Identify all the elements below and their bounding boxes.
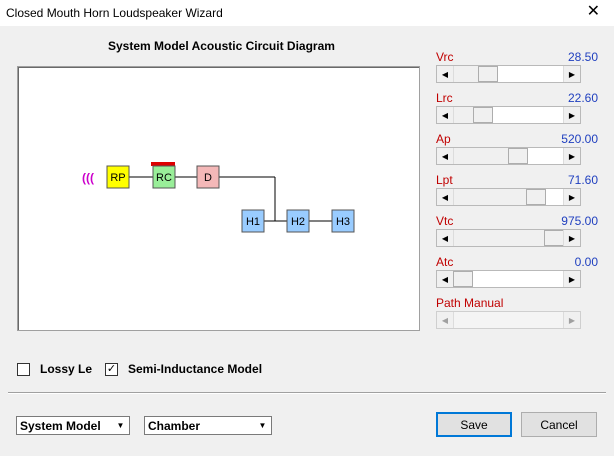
circuit-box-rp-rect xyxy=(106,165,130,189)
circuit-box-h2-label: H2 xyxy=(291,216,305,228)
scroll-track-white xyxy=(498,66,564,82)
circuit-box-rp[interactable]: RP xyxy=(106,165,130,189)
lossy-le-label: Lossy Le xyxy=(40,362,93,376)
mode-select-value: Chamber xyxy=(148,419,201,433)
param-vtc-scrollbar[interactable]: ◀ ▶ xyxy=(436,229,581,247)
circuit-box-h3[interactable]: H3 xyxy=(331,209,355,233)
scroll-track-white xyxy=(493,107,564,123)
scroll-left-icon[interactable]: ◀ xyxy=(437,107,454,123)
separator xyxy=(8,392,606,394)
title-bar: Closed Mouth Horn Loudspeaker Wizard ✕ xyxy=(0,0,614,26)
model-select[interactable]: System Model ▼ xyxy=(16,416,130,435)
scroll-track-white xyxy=(528,148,564,164)
cancel-button[interactable]: Cancel xyxy=(521,412,597,437)
chevron-down-icon[interactable]: ▼ xyxy=(258,421,267,430)
param-atc-value: 0.00 xyxy=(574,255,598,269)
circuit-box-rc[interactable]: RC xyxy=(152,165,176,189)
circuit-box-rp-label: RP xyxy=(110,172,125,184)
close-icon[interactable]: ✕ xyxy=(586,3,600,20)
semi-inductance-label: Semi-Inductance Model xyxy=(128,362,263,376)
scroll-right-icon: ▶ xyxy=(563,312,580,328)
param-path-scrollbar: ◀ ▶ xyxy=(436,311,581,329)
param-lrc-label: Lrc xyxy=(436,91,453,105)
semi-inductance-checkbox[interactable]: ✓ Semi-Inductance Model xyxy=(105,362,262,376)
lossy-le-checkbox[interactable]: Lossy Le xyxy=(17,362,92,376)
mode-select[interactable]: Chamber ▼ xyxy=(144,416,272,435)
scroll-left-icon[interactable]: ◀ xyxy=(437,230,454,246)
scroll-right-icon[interactable]: ▶ xyxy=(563,271,580,287)
param-lpt-scrollbar[interactable]: ◀ ▶ xyxy=(436,188,581,206)
param-lrc-scrollbar[interactable]: ◀ ▶ xyxy=(436,106,581,124)
model-select-value: System Model xyxy=(20,419,101,433)
param-ap-value: 520.00 xyxy=(561,132,598,146)
circuit-diagram: ((( RP RC D H1 H2 xyxy=(17,66,420,331)
scroll-left-icon: ◀ xyxy=(437,312,454,328)
scroll-right-icon[interactable]: ▶ xyxy=(563,189,580,205)
circuit-box-h3-rect xyxy=(331,209,355,233)
param-lrc-value: 22.60 xyxy=(567,91,598,105)
scroll-right-icon[interactable]: ▶ xyxy=(563,66,580,82)
circuit-box-d-label: D xyxy=(204,172,212,184)
param-vrc-scrollbar[interactable]: ◀ ▶ xyxy=(436,65,581,83)
window-title: Closed Mouth Horn Loudspeaker Wizard xyxy=(6,6,223,20)
param-vrc-label: Vrc xyxy=(436,50,454,64)
circuit-box-h1-label: H1 xyxy=(246,216,260,228)
scroll-right-icon[interactable]: ▶ xyxy=(563,148,580,164)
scroll-thumb[interactable] xyxy=(478,66,498,82)
circuit-box-h3-label: H3 xyxy=(336,216,350,228)
diagram-title: System Model Acoustic Circuit Diagram xyxy=(108,39,335,53)
param-vtc-label: Vtc xyxy=(436,214,454,228)
sound-source-icon: ((( xyxy=(82,171,94,185)
scroll-left-icon[interactable]: ◀ xyxy=(437,271,454,287)
scroll-right-icon[interactable]: ▶ xyxy=(563,107,580,123)
lossy-le-checkbox-box[interactable] xyxy=(17,362,30,376)
param-vrc-value: 28.50 xyxy=(567,50,598,64)
param-ap-scrollbar[interactable]: ◀ ▶ xyxy=(436,147,581,165)
scroll-right-icon[interactable]: ▶ xyxy=(563,230,580,246)
scroll-track-white xyxy=(473,271,564,287)
param-lpt-label: Lpt xyxy=(436,173,453,187)
circuit-diagram-canvas: ((( RP RC D H1 H2 xyxy=(82,162,355,233)
circuit-wires xyxy=(129,176,332,222)
scroll-thumb[interactable] xyxy=(473,107,493,123)
scroll-left-icon[interactable]: ◀ xyxy=(437,66,454,82)
scroll-left-icon[interactable]: ◀ xyxy=(437,189,454,205)
scroll-thumb[interactable] xyxy=(453,271,473,287)
param-atc-scrollbar[interactable]: ◀ ▶ xyxy=(436,270,581,288)
param-atc-label: Atc xyxy=(436,255,454,269)
scroll-left-icon[interactable]: ◀ xyxy=(437,148,454,164)
circuit-box-h2-rect xyxy=(286,209,310,233)
circuit-box-d-rect xyxy=(196,165,220,189)
save-button-label: Save xyxy=(460,417,488,432)
param-ap-label: Ap xyxy=(436,132,451,146)
dialog-client-area: System Model Acoustic Circuit Diagram ((… xyxy=(0,26,614,456)
circuit-box-d[interactable]: D xyxy=(196,165,220,189)
save-button[interactable]: Save xyxy=(436,412,512,437)
circuit-box-h1-rect xyxy=(241,209,265,233)
scroll-thumb[interactable] xyxy=(526,189,546,205)
circuit-box-h2[interactable]: H2 xyxy=(286,209,310,233)
circuit-box-rc-rect xyxy=(152,165,176,189)
param-lpt-value: 71.60 xyxy=(567,173,598,187)
circuit-box-h1[interactable]: H1 xyxy=(241,209,265,233)
scroll-thumb[interactable] xyxy=(508,148,528,164)
param-vtc-value: 975.00 xyxy=(561,214,598,228)
scroll-thumb[interactable] xyxy=(544,230,564,246)
scroll-track-white xyxy=(546,189,564,205)
param-path-label: Path Manual xyxy=(436,296,504,310)
check-icon[interactable]: ✓ xyxy=(105,362,118,376)
rc-indicator-bar xyxy=(151,162,175,166)
chevron-down-icon[interactable]: ▼ xyxy=(116,421,125,430)
circuit-box-rc-label: RC xyxy=(156,172,172,184)
cancel-button-label: Cancel xyxy=(540,417,578,432)
